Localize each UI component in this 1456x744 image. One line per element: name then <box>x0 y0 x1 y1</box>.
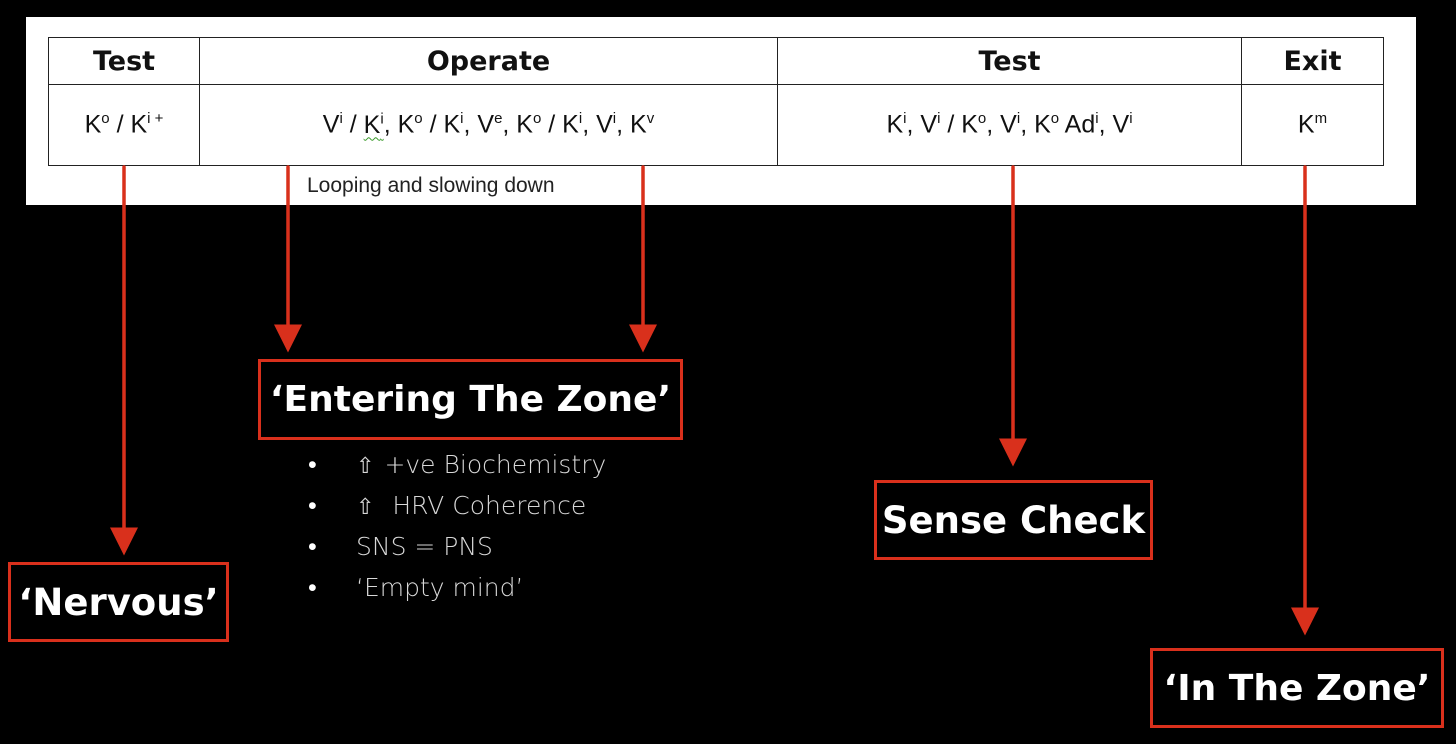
list-item: ⇧ HRV Coherence <box>308 491 606 532</box>
header-test-2: Test <box>777 37 1242 85</box>
in-zone-label: ‘In The Zone’ <box>1163 667 1431 709</box>
header-exit: Exit <box>1241 37 1384 85</box>
up-arrow-outline-icon: ⇧ <box>356 454 375 479</box>
nervous-label: ‘Nervous’ <box>18 580 219 624</box>
cell-test-2: Ki, Vi / Ko, Vi, Ko Adi, Vi <box>777 84 1242 166</box>
list-item: ⇧+ve Biochemistry <box>308 450 606 491</box>
list-item: SNS = PNS <box>308 532 606 573</box>
zone-effects-list: ⇧+ve Biochemistry ⇧ HRV Coherence SNS = … <box>308 450 606 614</box>
entering-zone-label: ‘Entering The Zone’ <box>269 379 672 420</box>
table-row: Ko / Ki + Vi / Ki, Ko / Ki, Ve, Ko / Ki,… <box>48 84 1384 166</box>
sense-check-box: Sense Check <box>874 480 1153 560</box>
up-arrow-outline-icon: ⇧ <box>356 495 375 520</box>
loop-note: Looping and slowing down <box>307 174 555 197</box>
tote-table: Test Operate Test Exit Ko / Ki + Vi / Ki… <box>48 37 1384 166</box>
cell-exit: Km <box>1241 84 1384 166</box>
list-item: ‘Empty mind’ <box>308 573 606 614</box>
cell-operate: Vi / Ki, Ko / Ki, Ve, Ko / Ki, Vi, Kv <box>199 84 778 166</box>
header-test-1: Test <box>48 37 200 85</box>
nervous-box: ‘Nervous’ <box>8 562 229 642</box>
in-zone-box: ‘In The Zone’ <box>1150 648 1444 728</box>
cell-test-1: Ko / Ki + <box>48 84 200 166</box>
entering-zone-box: ‘Entering The Zone’ <box>258 359 683 440</box>
sense-check-label: Sense Check <box>881 498 1146 542</box>
